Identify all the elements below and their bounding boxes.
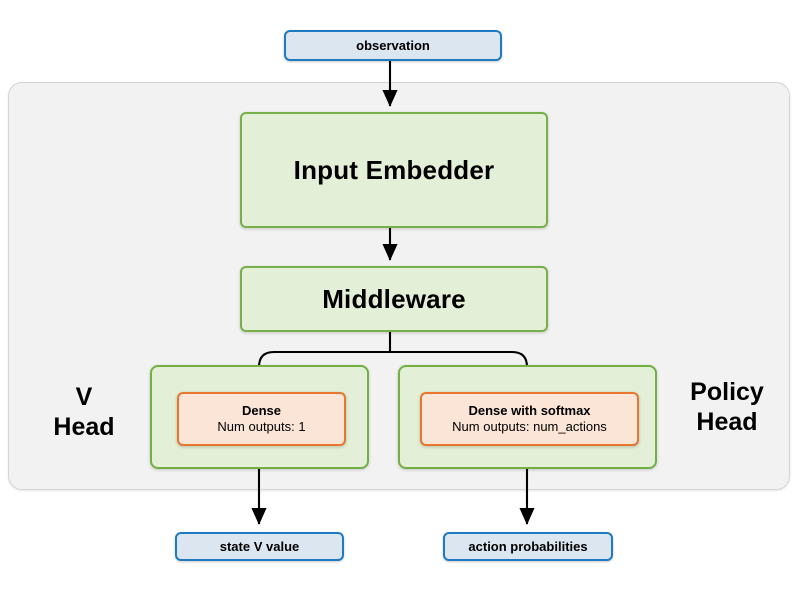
policy-head-dense-subtitle: Num outputs: num_actions <box>452 419 607 434</box>
policy-head-dense-title: Dense with softmax <box>468 402 591 418</box>
policy-head-dense-box[interactable]: Dense with softmax Num outputs: num_acti… <box>420 392 639 446</box>
action-probabilities-box[interactable]: action probabilities <box>443 532 613 561</box>
state-v-value-label: state V value <box>219 539 300 554</box>
v-head-dense-title: Dense <box>241 402 282 418</box>
state-v-value-box[interactable]: state V value <box>175 532 344 561</box>
policy-head-side-label: Policy Head <box>690 378 764 436</box>
middleware-label: Middleware <box>322 283 466 314</box>
input-embedder-label: Input Embedder <box>293 154 495 185</box>
action-probabilities-label: action probabilities <box>468 539 588 554</box>
middleware-box[interactable]: Middleware <box>240 266 548 332</box>
v-head-dense-subtitle: Num outputs: 1 <box>217 419 306 434</box>
observation-box[interactable]: observation <box>284 30 502 61</box>
policy-head-group[interactable]: Dense with softmax Num outputs: num_acti… <box>398 365 657 469</box>
input-embedder-box[interactable]: Input Embedder <box>240 112 548 228</box>
v-head-group[interactable]: Dense Num outputs: 1 <box>150 365 369 469</box>
observation-label: observation <box>356 38 430 53</box>
v-head-side-label: V Head <box>53 383 115 441</box>
v-head-dense-box[interactable]: Dense Num outputs: 1 <box>177 392 346 446</box>
